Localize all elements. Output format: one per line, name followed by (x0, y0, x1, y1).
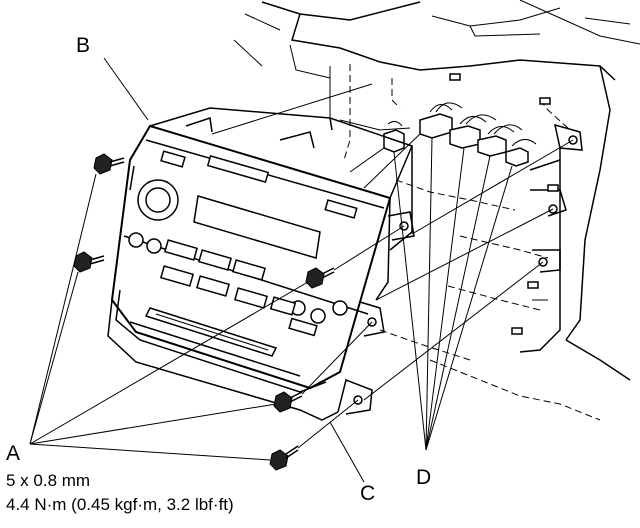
audio-unit (110, 107, 414, 393)
screw-center (305, 267, 335, 289)
harness-connectors (383, 102, 537, 167)
screw-loose (269, 445, 299, 471)
leader-lines (29, 57, 574, 483)
connector-5 (505, 139, 537, 167)
connector-4 (477, 124, 523, 157)
callout-labels: B A 5 x 0.8 mm 4.4 N·m (0.45 kgf·m, 3.2 … (6, 34, 431, 514)
screw-mid-left (73, 251, 105, 273)
label-d: D (416, 466, 431, 489)
lower-bracket (107, 165, 415, 421)
screw-top-left (93, 153, 125, 175)
fastener-torque: 4.4 N·m (0.45 kgf·m, 3.2 lbf·ft) (6, 495, 234, 514)
right-mounting-bracket (449, 73, 583, 353)
label-c: C (360, 482, 375, 505)
label-a: A (6, 442, 20, 465)
screw-lower (273, 391, 303, 413)
label-b: B (76, 34, 90, 57)
dashboard-outline (233, 0, 640, 421)
fastener-size: 5 x 0.8 mm (6, 471, 90, 490)
